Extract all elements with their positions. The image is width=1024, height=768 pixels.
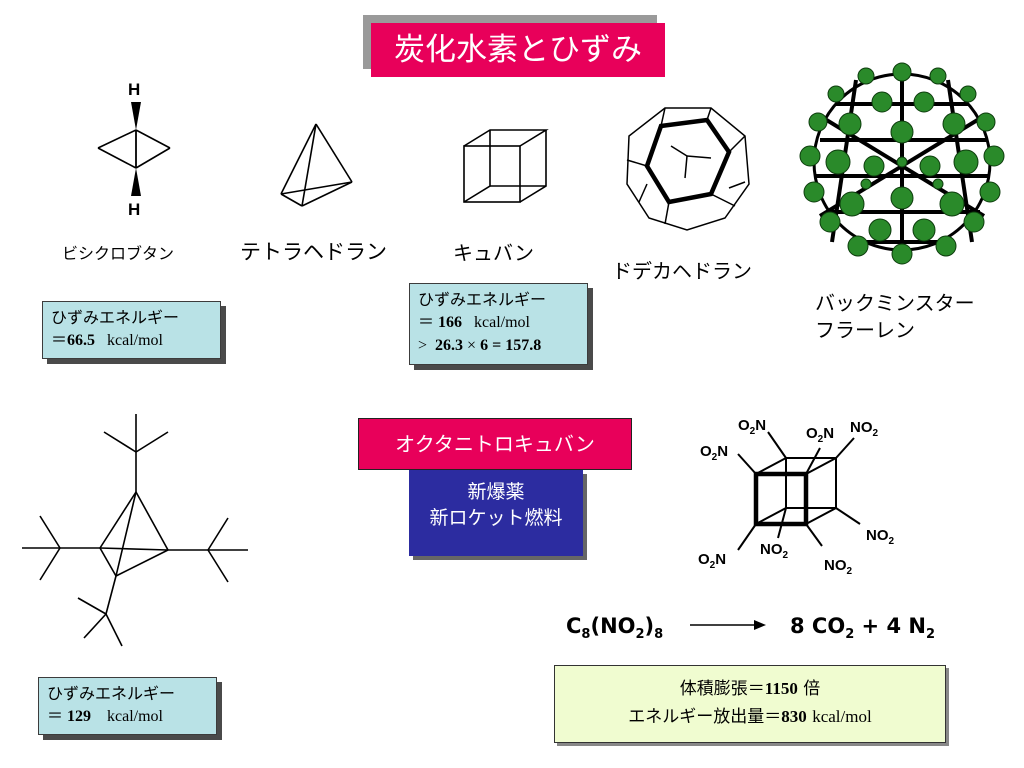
volume-expansion-line: 体積膨張＝1150 倍 (679, 679, 821, 699)
strain-unit: kcal/mol (107, 708, 163, 725)
strain-unit: kcal/mol (107, 332, 163, 349)
strain-value: 66.5 (67, 332, 96, 349)
svg-text:O2N: O2N (806, 425, 834, 445)
strain-heading: ひずみエネルギー (47, 684, 176, 703)
reaction-arrow-icon (690, 620, 766, 630)
hydrogen-top-label: H (128, 80, 140, 99)
explosion-result-box: 体積膨張＝1150 倍 エネルギー放出量＝830 kcal/mol (554, 665, 946, 743)
fullerene-structure (799, 62, 1005, 265)
energy-release-line: エネルギー放出量＝830 kcal/mol (628, 707, 872, 727)
hydrogen-bottom-label: H (128, 200, 140, 218)
svg-text:NO2: NO2 (760, 541, 789, 561)
svg-text:NO2: NO2 (850, 419, 879, 439)
fullerene-label-line2: フラーレン (815, 318, 915, 342)
svg-text:O2N: O2N (698, 551, 726, 571)
strain-energy-box-cubane: ひずみエネルギー ＝ 166 kcal/mol > 26.3 × 6 = 157… (409, 283, 588, 365)
strain-value: 166 (438, 314, 463, 331)
strain-value-line: ＝ 166 kcal/mol (418, 314, 530, 331)
fullerene-label: バックミンスター フラーレン (815, 290, 975, 344)
strain-energy-box-tetrahedrane: ひずみエネルギー ＝ 129 kcal/mol (38, 677, 217, 735)
svg-text:O2N: O2N (738, 417, 766, 437)
cubane-structure (463, 129, 549, 203)
cubane-label: キュバン (453, 241, 534, 265)
dodecahedrane-label: ドデカヘドラン (612, 259, 752, 283)
slide-title: 炭化水素とひずみ (371, 23, 665, 77)
bicyclobutane-structure: H H (97, 80, 171, 218)
svg-text:NO2: NO2 (866, 527, 895, 547)
dodecahedrane-structure (626, 107, 750, 231)
strain-value: 129 (67, 708, 92, 725)
strain-heading: ひずみエネルギー (418, 290, 547, 309)
tetrahedrane-label: テトラヘドラン (240, 240, 387, 264)
bicyclobutane-label: ビシクロブタン (62, 244, 175, 263)
strain-value-line: ＝66.5 kcal/mol (51, 332, 163, 349)
explosive-use-line1: 新爆薬 (467, 481, 525, 503)
strain-heading: ひずみエネルギー (51, 308, 180, 327)
strain-value-line: ＝ 129 kcal/mol (47, 708, 163, 725)
octanitrocubane-structure: O2N O2N O2N NO2 NO2 NO2 NO2 O2N (698, 417, 895, 577)
energy-value: 830 (781, 707, 807, 726)
tetrahedrane-structure (280, 123, 353, 207)
fullerene-label-line1: バックミンスター (815, 291, 975, 315)
strain-unit: kcal/mol (474, 314, 530, 331)
strain-calc-line: > 26.3 × 6 = 157.8 (418, 337, 542, 354)
strain-energy-box-bicyclobutane: ひずみエネルギー ＝66.5 kcal/mol (42, 301, 221, 359)
tetra-tert-butyl-tetrahedrane-structure (22, 414, 248, 647)
reaction-reactant: C8(NO2)8 (566, 614, 664, 643)
explosive-uses-box: 新爆薬 新ロケット燃料 (409, 470, 583, 556)
reaction-products: 8 CO2 + 4 N2 (790, 614, 935, 643)
svg-text:O2N: O2N (700, 443, 728, 463)
svg-text:NO2: NO2 (824, 557, 853, 577)
volume-value: 1150 (764, 679, 798, 698)
octanitrocubane-label: オクタニトロキュバン (358, 418, 632, 470)
explosive-use-line2: 新ロケット燃料 (429, 507, 563, 529)
